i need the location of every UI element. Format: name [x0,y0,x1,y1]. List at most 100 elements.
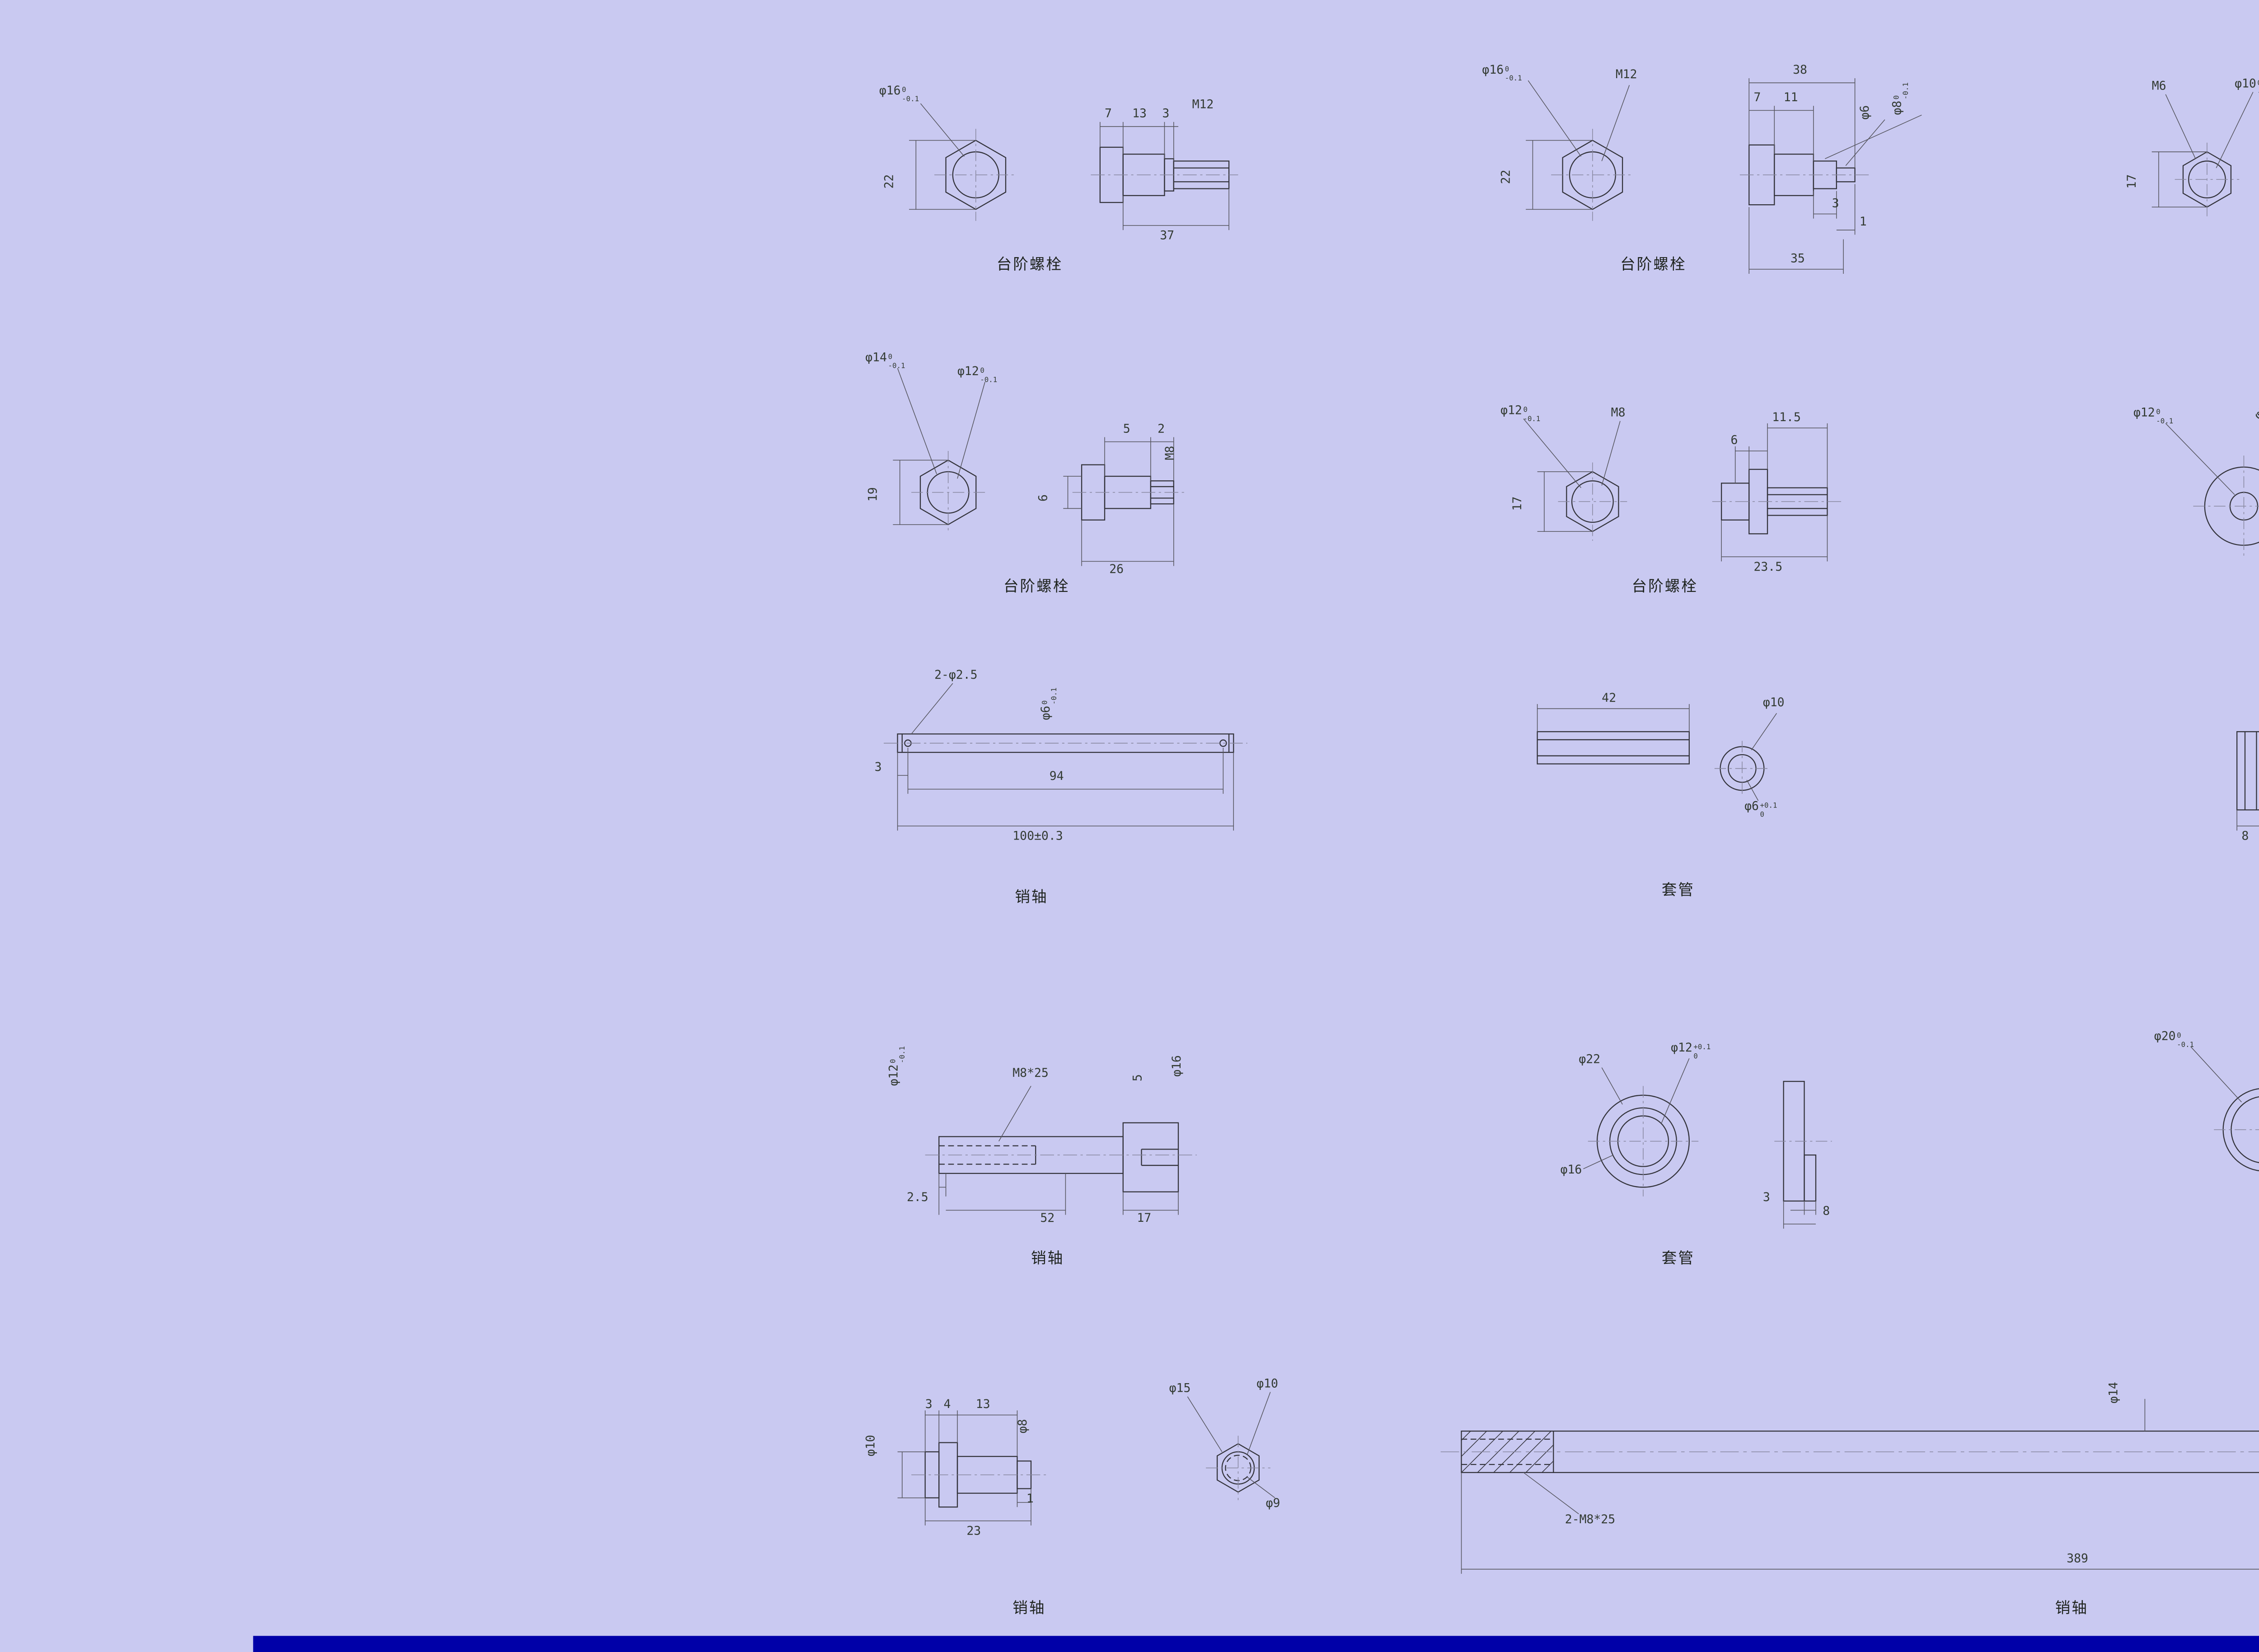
p13-end-dia1-dim: φ15 [1169,1383,1191,1397]
p4-across-flats-dim: 19 [867,487,881,502]
caption-pin-2: 销轴 [1031,1249,1064,1268]
p1-across-flats-dim: 22 [884,174,898,189]
p2-overall-dim: 38 [1793,64,1807,79]
p15-length-dim: 389 [2067,1553,2088,1567]
pin-3-endview-geometry [1187,1392,1275,1500]
p15-thread-dim: 2-M8*25 [1565,1514,1616,1528]
p7-end-dim: 3 [874,761,882,775]
step-bolt-4-geometry [893,368,1188,566]
drawing-pin-4: φ14 2-M8*25 389 [1431,1330,2259,1640]
p10-b2-dim: 52 [1040,1212,1055,1226]
step-bolt-2-geometry [1526,78,1922,274]
drawing-pin-3-endview: φ15 φ10 φ9 [1169,1364,1342,1560]
p3-dia-dim: φ100-0.1 [2235,78,2259,95]
caption-step-bolt-6: 台阶螺栓 [2258,579,2259,596]
p2-b2-dim: 1 [1859,216,1867,230]
caption-pin-4: 销轴 [2055,1599,2089,1618]
p13-end-dia2-dim: φ10 [1256,1378,1278,1392]
p5-length-dim: 23.5 [1753,561,1783,575]
p13-dia-dim: φ10 [865,1435,879,1457]
p2-b1-dim: 3 [1832,197,1839,212]
p7-mid-dim: 94 [1049,770,1064,785]
sleeve-1-geometry [1537,704,1777,801]
p4-seg1-dim: 5 [1123,423,1130,437]
drawing-pin-3: φ10 3 4 13 φ8 1 23 [865,1364,1134,1636]
p1-thread-dim: M12 [1192,99,1214,113]
drawing-step-bolt-3: M6 φ100-0.1 17 5 25 2 44 [2126,74,2259,281]
p2-b3-dim: 35 [1790,253,1805,267]
p11-mid-dim: φ16 [1560,1164,1582,1178]
step-bolt-3-geometry [2151,92,2254,216]
p13-end-dia3-dim: φ9 [1265,1497,1280,1512]
p1-seg1-dim: 7 [1105,108,1112,122]
p10-slot-dim: 5 [1132,1074,1146,1082]
p4-seg2-dim: 2 [1158,423,1165,437]
pin-2-geometry [925,1085,1197,1215]
p7-length-dim: 100±0.3 [1012,831,1063,845]
p13-seg1-dim: 3 [925,1399,933,1413]
sleeve-2-geometry [2236,731,2259,831]
p7-holes-dim: 2-φ2.5 [934,669,978,684]
caption-step-bolt-1: 台阶螺栓 [996,255,1063,274]
p5-across-flats-dim: 17 [1512,496,1526,511]
caption-sleeve-1: 套管 [1661,881,1695,900]
p4-length-dim: 26 [1109,563,1124,578]
p13-dia2-dim: φ8 [1017,1419,1031,1434]
p13-seg3-dim: 13 [975,1399,990,1413]
drawing-sleeve-2: 8 M6 φ10.5 [2209,674,2259,909]
p1-seg3-dim: 3 [1162,108,1170,122]
p2-across-flats-dim: 22 [1500,169,1514,184]
p2-dia-small-dim: φ6 [1859,105,1874,120]
p13-seg2-dim: 4 [943,1399,951,1413]
step-bolt-1-geometry [909,103,1238,230]
p10-b3-dim: 17 [1137,1212,1152,1226]
p3-across-flats-dim: 17 [2126,174,2141,189]
p8-length-dim: 42 [1602,692,1617,707]
p2-seg2-dim: 11 [1783,92,1798,106]
p5-seg1-dim: 11.5 [1772,412,1801,426]
p10-thread-dim: M8*25 [1012,1067,1049,1082]
p4-head-len-dim: 6 [1038,494,1052,502]
pin-3-geometry [897,1410,1050,1525]
caption-pin-3: 销轴 [1012,1599,1046,1618]
p15-dia-dim: φ14 [2108,1382,2122,1404]
pin-1-geometry [884,683,1247,831]
caption-pin-1: 销轴 [1015,888,1048,907]
p4-thread-dim: M8 [1164,446,1179,460]
p13-length-dim: 23 [966,1525,981,1539]
caption-step-bolt-2: 台阶螺栓 [1620,255,1687,274]
p10-dia-head-dim: φ16 [1171,1055,1186,1077]
p1-seg2-dim: 13 [1132,108,1147,122]
p5-seg2-dim: 6 [1730,435,1738,449]
p9-length-dim: 8 [2241,831,2249,845]
taskbar[interactable] [253,1636,2259,1652]
caption-step-bolt-5: 台阶螺栓 [1631,577,1698,596]
p5-thread-dim: M8 [1611,407,1626,421]
step-bolt-6-geometry [2165,423,2259,557]
p2-thread-dim: M12 [1615,69,1637,83]
p1-length-dim: 37 [1160,230,1175,244]
p8-od-dim: φ10 [1762,697,1785,711]
p3-thread-dim: M6 [2151,80,2166,94]
